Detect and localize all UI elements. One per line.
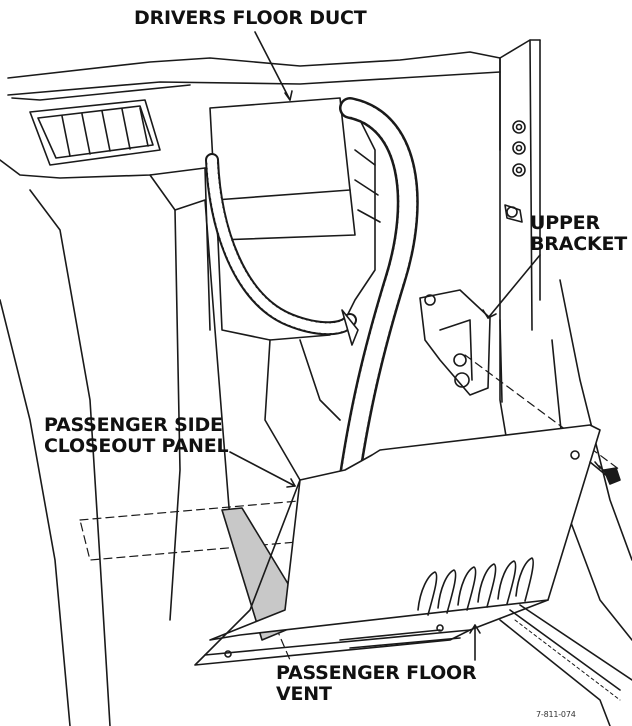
floor-vent-line-2: VENT bbox=[276, 683, 332, 706]
upper-bracket-label: UPPER BRACKET bbox=[530, 212, 628, 256]
drivers-floor-duct-label: DRIVERS FLOOR DUCT bbox=[134, 7, 367, 29]
passenger-corrugated-hose bbox=[339, 97, 419, 486]
screw-fastener bbox=[589, 461, 621, 485]
figure-number: 7-811-074 bbox=[536, 710, 576, 720]
passenger-floor-vent-label: PASSENGER FLOOR VENT bbox=[276, 662, 477, 706]
figure-number-text: 7-811-074 bbox=[536, 710, 576, 719]
closeout-panel-line-2: CLOSEOUT PANEL bbox=[44, 435, 229, 458]
floor-vent-line-1: PASSENGER FLOOR bbox=[276, 662, 477, 684]
closeout-panel-line-1: PASSENGER SIDE bbox=[44, 414, 223, 436]
passenger-side-closeout-panel-label: PASSENGER SIDE CLOSEOUT PANEL bbox=[44, 414, 229, 458]
drivers-floor-duct-text: DRIVERS FLOOR DUCT bbox=[134, 7, 367, 29]
upper-bracket-line-2: BRACKET bbox=[530, 233, 628, 256]
callout-leaders bbox=[229, 31, 541, 661]
passenger-floor-vent-slots bbox=[339, 557, 534, 649]
upper-bracket-part bbox=[419, 204, 523, 403]
dash-vent-grille bbox=[29, 99, 161, 166]
upper-bracket-line-1: UPPER bbox=[530, 212, 600, 234]
floor-rail bbox=[499, 604, 632, 726]
dashboard-housing bbox=[0, 51, 501, 726]
closeout-panel-part bbox=[194, 424, 601, 666]
drivers-corrugated-hose bbox=[205, 153, 359, 346]
